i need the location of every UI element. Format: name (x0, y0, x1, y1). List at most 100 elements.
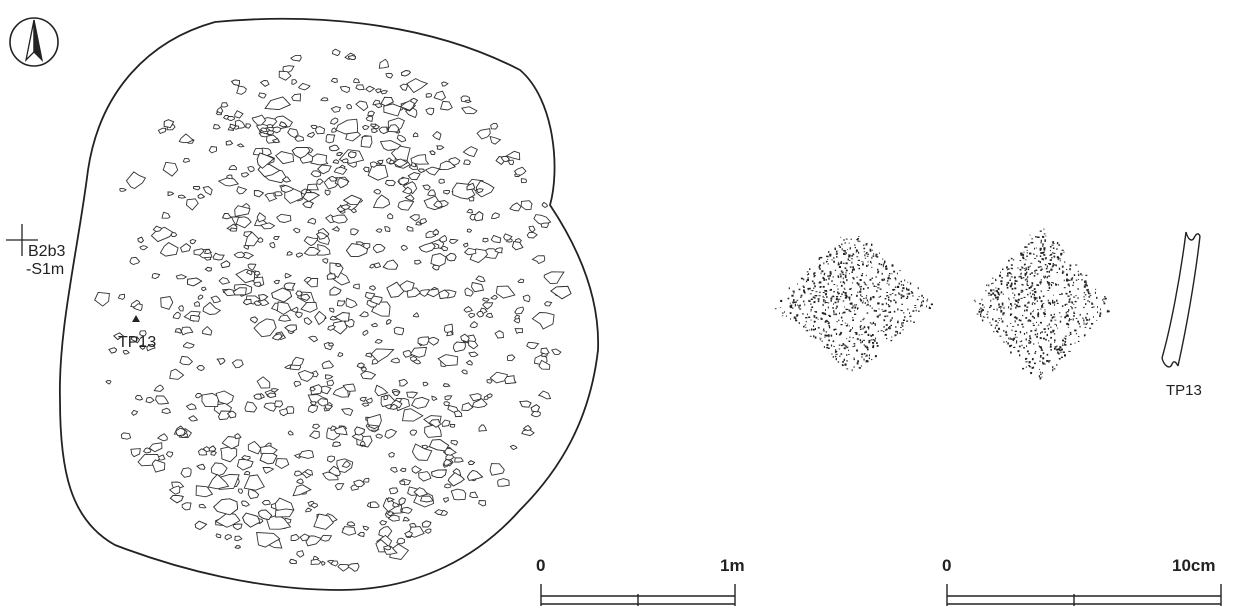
stipple-dot (1008, 272, 1011, 273)
stone (438, 178, 445, 184)
stipple-dot (1067, 283, 1070, 286)
stipple-dot (1042, 362, 1045, 365)
stone (235, 268, 256, 284)
stipple-dot (1019, 260, 1022, 262)
stipple-dot (863, 244, 865, 246)
stipple-dot (854, 313, 857, 315)
stipple-dot (1049, 246, 1052, 248)
stipple-dot (1051, 266, 1054, 268)
stipple-dot (849, 247, 851, 250)
stipple-dot (884, 298, 887, 300)
stone (386, 511, 394, 516)
stipple-dot (1014, 336, 1017, 338)
stipple-dot (1068, 309, 1070, 311)
stipple-dot (810, 310, 812, 312)
stipple-dot (1045, 235, 1047, 237)
stone (447, 472, 465, 487)
stipple-dot (1071, 301, 1073, 303)
stipple-dot (863, 297, 865, 300)
stipple-dot (1060, 316, 1062, 318)
stone (508, 159, 515, 166)
stipple-dot (1014, 282, 1016, 285)
stipple-dot (836, 296, 839, 298)
stipple-dot (1052, 330, 1054, 333)
stone (411, 465, 423, 474)
stipple-dot (1083, 322, 1085, 325)
stipple-dot (900, 326, 902, 328)
stipple-dot (1021, 323, 1024, 326)
stipple-dot (880, 263, 883, 266)
stone (399, 467, 407, 473)
stone (330, 106, 342, 113)
stipple-dot (877, 268, 879, 271)
stipple-dot (1040, 308, 1042, 310)
stipple-dot (891, 273, 893, 275)
stipple-dot (904, 316, 906, 319)
stipple-dot (1013, 317, 1017, 318)
stipple-dot (980, 307, 982, 309)
stipple-dot (1036, 273, 1039, 275)
stipple-dot (1039, 249, 1042, 251)
stipple-dot (1050, 331, 1052, 334)
stone (117, 293, 126, 300)
stone (120, 432, 132, 440)
stipple-dot (1027, 285, 1029, 287)
stone (360, 366, 367, 372)
stone (468, 351, 479, 358)
stipple-dot (875, 310, 877, 312)
stipple-dot (1052, 366, 1054, 369)
stipple-dot (832, 356, 834, 358)
stipple-dot (1052, 252, 1054, 254)
stipple-dot (779, 307, 781, 308)
stone (383, 103, 402, 117)
stone (329, 307, 335, 313)
stipple-dot (851, 255, 853, 257)
stone (193, 248, 205, 256)
stipple-dot (1041, 305, 1043, 308)
stone (202, 186, 213, 196)
stipple-dot (1061, 271, 1064, 274)
stipple-dot (859, 339, 862, 342)
stipple-dot (884, 260, 886, 263)
stone (418, 471, 432, 482)
sample-label: TP13 (118, 334, 157, 351)
stipple-dot (875, 255, 877, 257)
stipple-dot (844, 252, 847, 254)
stipple-dot (866, 252, 868, 254)
stipple-dot (877, 302, 880, 305)
stipple-dot (1042, 337, 1045, 340)
stone (540, 347, 550, 355)
stipple-dot (1021, 266, 1023, 268)
stipple-dot (928, 306, 930, 309)
stipple-dot (803, 289, 805, 292)
stipple-dot (1073, 315, 1075, 317)
stone (274, 400, 284, 408)
stipple-dot (984, 316, 986, 318)
stipple-dot (884, 333, 887, 336)
stipple-dot (1003, 330, 1005, 332)
stipple-dot (1066, 279, 1069, 282)
stipple-dot (1014, 279, 1017, 282)
stipple-dot (807, 277, 809, 279)
stipple-dot (837, 291, 839, 293)
stipple-dot (1060, 254, 1062, 256)
stipple-dot (906, 295, 909, 298)
stipple-dot (981, 319, 984, 322)
stone (452, 341, 466, 353)
stipple-dot (1033, 296, 1036, 299)
stipple-dot (1026, 309, 1028, 312)
stipple-dot (1036, 335, 1038, 338)
stipple-dot (1008, 306, 1010, 309)
stipple-dot (1014, 333, 1016, 336)
stipple-dot (1020, 272, 1022, 274)
stipple-dot (1065, 337, 1067, 340)
stipple-dot (1008, 337, 1010, 340)
stipple-dot (1010, 307, 1012, 310)
stipple-dot (1068, 350, 1071, 352)
stone (142, 447, 152, 454)
stipple-dot (822, 285, 825, 288)
stipple-dot (1012, 339, 1015, 342)
stipple-dot (1026, 350, 1029, 353)
stone (494, 330, 504, 339)
stipple-dot (997, 292, 999, 295)
